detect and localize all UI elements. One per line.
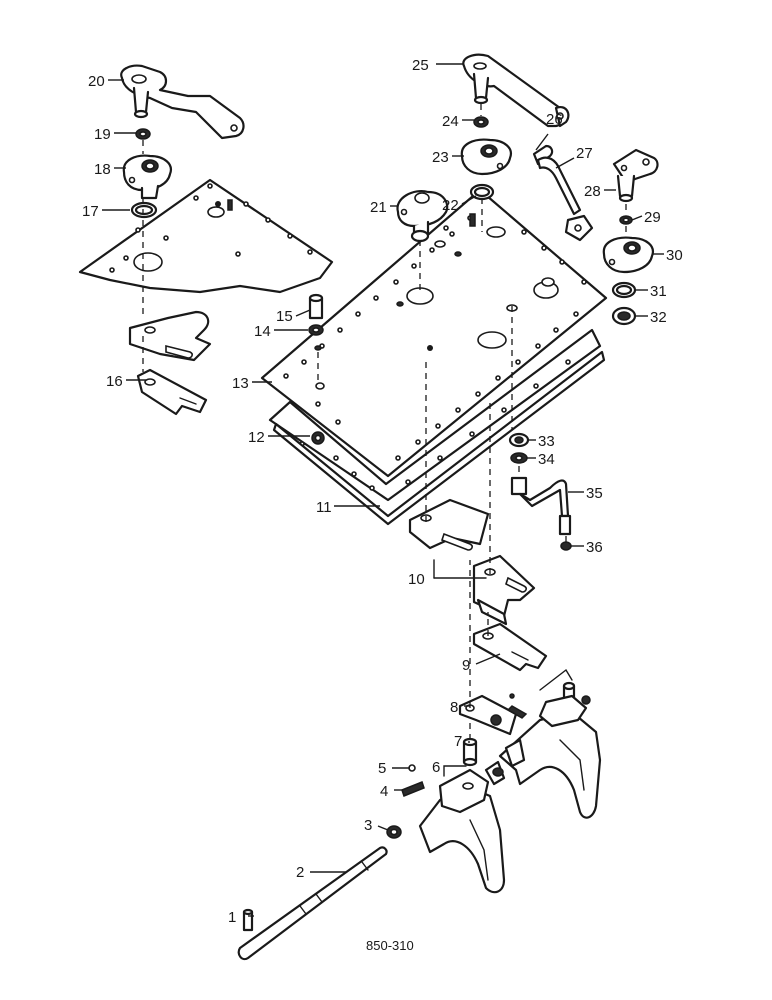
seal-ring-22	[469, 183, 495, 201]
nut-33	[508, 432, 530, 448]
callout-30: 30	[666, 247, 683, 264]
stud-15	[308, 293, 324, 320]
callout-6: 6	[432, 759, 440, 776]
lever-arm-20	[120, 64, 245, 140]
callout-19: 19	[94, 126, 111, 143]
callout-24: 24	[442, 113, 459, 130]
washer-14	[308, 324, 324, 336]
alignment-lines	[142, 104, 627, 740]
seal-ring-17	[130, 201, 158, 219]
callout-34: 34	[538, 451, 555, 468]
washer-34	[510, 452, 528, 464]
callout-22: 22	[442, 197, 459, 214]
callout-labels: 1 2 3 4 5 6 7 8 9 10 11 12 13 14 15 16 1…	[82, 57, 683, 953]
callout-7: 7	[454, 733, 462, 750]
washer-29	[619, 215, 633, 225]
callout-17: 17	[82, 203, 99, 220]
callout-29: 29	[644, 209, 661, 226]
callout-11: 11	[316, 499, 332, 516]
callout-26: 26	[546, 111, 563, 128]
gasket-11	[272, 350, 606, 526]
bushing-30	[602, 236, 654, 274]
callout-20: 20	[88, 73, 105, 90]
callout-18: 18	[94, 161, 111, 178]
cover-plate-13	[260, 188, 608, 478]
gasket-12	[268, 328, 602, 502]
washer-19	[135, 128, 151, 140]
callout-4: 4	[380, 783, 388, 800]
callout-28: 28	[584, 183, 601, 200]
nut-36	[560, 541, 572, 551]
callout-14: 14	[254, 323, 271, 340]
callout-16: 16	[106, 373, 123, 390]
bracket-10	[408, 498, 536, 626]
callout-31: 31	[650, 283, 667, 300]
bracket-16	[128, 310, 212, 416]
callout-27: 27	[576, 145, 593, 162]
callout-3: 3	[364, 817, 372, 834]
bracket-9	[472, 622, 548, 672]
bushing-18	[122, 154, 172, 200]
callout-25: 25	[412, 57, 429, 74]
bracket-8	[458, 694, 518, 736]
callout-10: 10	[408, 571, 425, 588]
callout-23: 23	[432, 149, 449, 166]
callout-8: 8	[450, 699, 458, 716]
seal-32	[611, 306, 637, 326]
callout-1: 1	[228, 909, 236, 926]
plate-left	[78, 178, 334, 294]
shift-shaft-2	[237, 846, 388, 961]
bushing-3	[386, 767, 504, 839]
washer-24	[473, 116, 489, 128]
figure-reference-code: 850-310	[366, 938, 414, 953]
callout-33: 33	[538, 433, 555, 450]
callout-35: 35	[586, 485, 603, 502]
bushing-21	[396, 190, 449, 243]
callout-36: 36	[586, 539, 603, 556]
spring-right	[506, 693, 528, 719]
tube-27	[536, 156, 594, 242]
leader-lines	[102, 63, 664, 917]
callout-32: 32	[650, 309, 667, 326]
callout-15: 15	[276, 308, 293, 325]
spring-4	[401, 781, 425, 797]
callout-5: 5	[378, 760, 386, 777]
pin-1	[242, 908, 254, 932]
pipe-35	[510, 476, 572, 536]
callout-9: 9	[462, 657, 470, 674]
lever-28	[612, 148, 659, 203]
bushing-23	[460, 138, 512, 176]
shift-fork-left	[418, 760, 506, 894]
seal-ring-31	[611, 281, 637, 299]
shift-fork-right	[498, 694, 602, 819]
callout-12: 12	[248, 429, 265, 446]
callout-13: 13	[232, 375, 249, 392]
callout-21: 21	[370, 199, 387, 216]
callout-2: 2	[296, 864, 304, 881]
pin-7	[462, 737, 478, 767]
lever-arm-25	[462, 53, 570, 128]
